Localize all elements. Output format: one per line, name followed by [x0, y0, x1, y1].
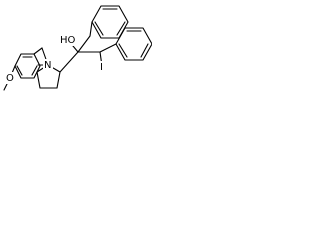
chemical-structure-diagram: HO N I O — [3, 5, 152, 91]
top-phenyl-ring — [91, 5, 129, 39]
methoxyphenyl-ring — [14, 53, 41, 79]
right-phenyl-ring — [115, 27, 152, 61]
svg-text:I: I — [100, 62, 103, 73]
pyrrolidine-ring — [36, 64, 61, 89]
svg-text:HO: HO — [60, 35, 76, 46]
nitrogen-label: N — [43, 59, 53, 71]
svg-text:N: N — [44, 60, 51, 71]
hydroxyl-label: HO — [59, 34, 76, 46]
methoxy-oxygen-label: O — [5, 72, 15, 84]
chi-phenyl-bond — [99, 43, 117, 53]
benzyl-ch2-bond — [33, 47, 43, 55]
iodine-label: I — [99, 61, 106, 73]
svg-text:O: O — [6, 73, 14, 84]
benzyl-ch2-top-bond — [89, 21, 93, 37]
